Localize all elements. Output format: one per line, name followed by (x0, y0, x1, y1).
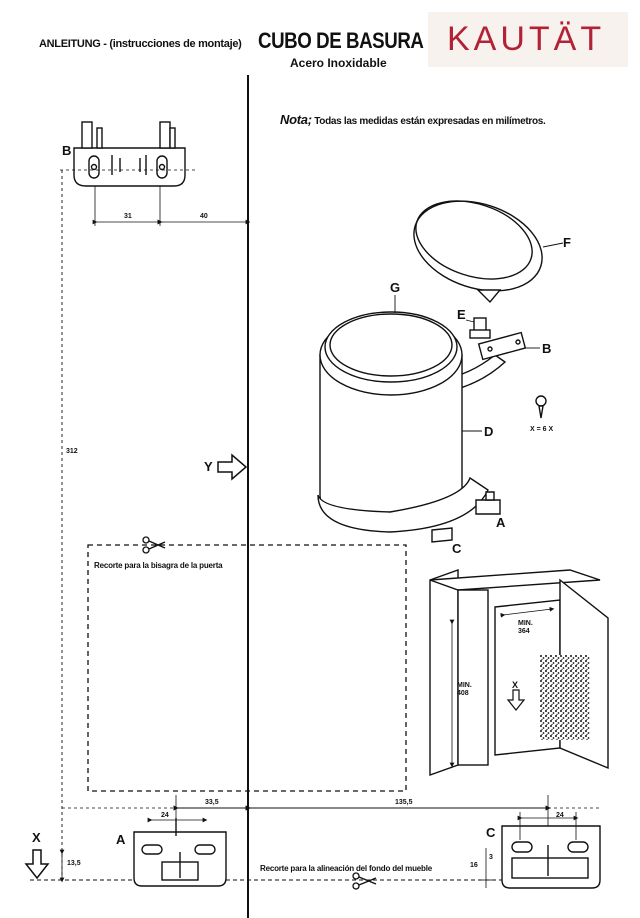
min-364-label: MIN. 364 (518, 620, 533, 635)
dim-31-40 (92, 186, 251, 226)
note-prefix: Nota; (280, 112, 312, 127)
label-a-assembly: A (496, 515, 506, 530)
dim-33-5-label: 33,5 (205, 799, 219, 806)
dim-16-label: 16 (470, 862, 478, 869)
label-c-bottom: C (486, 825, 496, 840)
brand-logo: KAUTÄT (447, 20, 606, 58)
door-hinge-cutout (87, 544, 407, 792)
dim-31-label: 31 (124, 213, 132, 220)
label-g: G (390, 280, 401, 295)
dim-40-label: 40 (200, 213, 208, 220)
screw-count-label: X = 6 X (530, 426, 554, 433)
bracket-b-top (60, 121, 195, 187)
dim-24a-label: 24 (161, 812, 169, 819)
measurement-note: Nota; Todas las medidas están expresadas… (280, 112, 546, 127)
dim-312-label: 312 (66, 448, 78, 455)
x-arrow (24, 849, 50, 880)
page-subtitle: Acero Inoxidable (290, 56, 387, 70)
label-f: F (563, 235, 571, 250)
cabinet-bottom-cut-label: Recorte para la alineación del fondo del… (260, 864, 432, 873)
dim-24c-label: 24 (556, 812, 564, 819)
bracket-a-bottom (133, 817, 227, 887)
scissors-icon (142, 536, 166, 554)
label-b-assembly: B (542, 341, 552, 356)
bracket-c-bottom (501, 812, 601, 889)
instructions-label: ANLEITUNG - (instrucciones de montaje) (39, 38, 242, 50)
x-arrow-cabinet (506, 689, 526, 711)
brand-background (428, 12, 628, 67)
min-408-label: MIN. 408 (457, 682, 472, 697)
label-x-bottom: X (32, 830, 41, 845)
bin-assembly (317, 200, 547, 543)
dim-3-label: 3 (489, 854, 493, 861)
cabinet-illustration (429, 569, 609, 776)
door-hinge-cut-label: Recorte para la bisagra de la puerta (94, 561, 223, 570)
page-title: CUBO DE BASURA (258, 28, 424, 53)
y-arrow (217, 453, 248, 481)
label-c-assembly: C (452, 541, 462, 556)
scissors-bottom-icon (352, 872, 377, 890)
label-a-bottom: A (116, 832, 126, 847)
label-x-cabinet: X (512, 680, 519, 690)
label-b-top: B (62, 143, 72, 158)
note-text: Todas las medidas están expresadas en mi… (314, 116, 546, 127)
label-y: Y (204, 459, 213, 474)
label-e: E (457, 307, 466, 322)
dim-13-5-label: 13,5 (67, 860, 81, 867)
label-d: D (484, 424, 494, 439)
dim-135-5-label: 135,5 (395, 799, 413, 806)
